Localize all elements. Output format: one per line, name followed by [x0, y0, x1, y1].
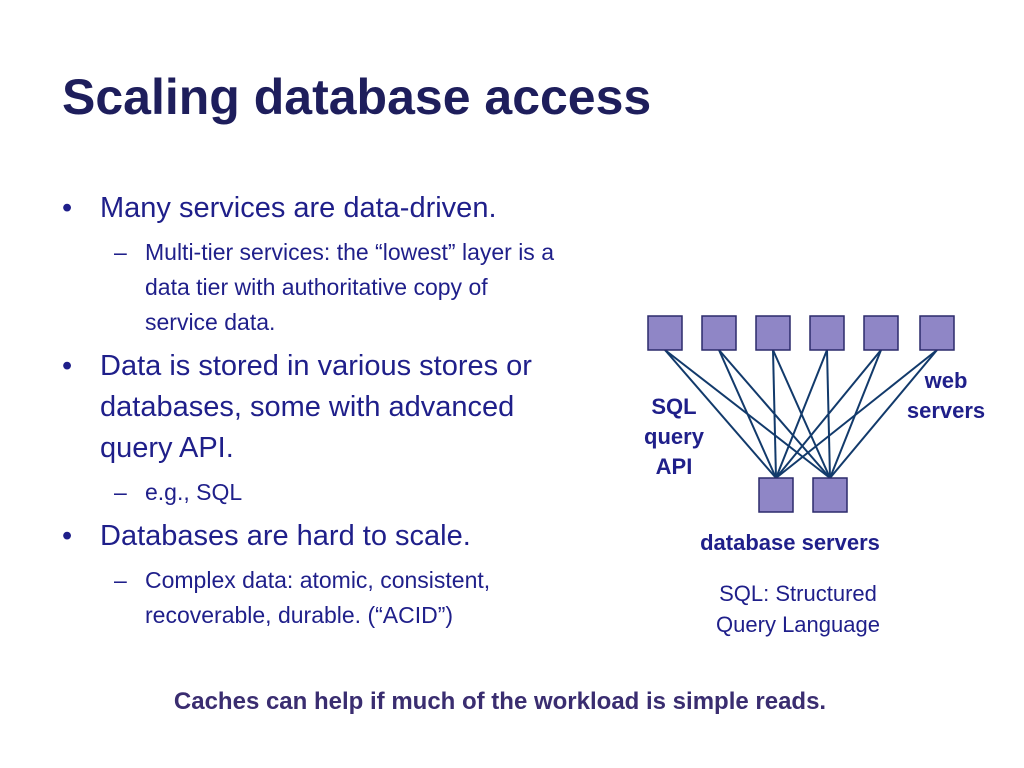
bullet-dot: • — [62, 192, 73, 224]
sql-api-label-line: API — [655, 454, 693, 479]
connection-line — [775, 349, 938, 479]
bullet-item: • Many services are data-driven. — [62, 188, 602, 229]
bullet-item: • Data is stored in various stores or da… — [62, 346, 570, 469]
connection-line — [772, 349, 777, 479]
connection-line — [775, 349, 882, 479]
sql-api-label-line: SQL — [651, 394, 697, 419]
sub-bullet-text: Multi-tier services: the “lowest” layer … — [145, 239, 554, 335]
web-server-box — [863, 315, 899, 351]
connection-lines — [664, 349, 938, 479]
sub-bullet-dash: – — [114, 479, 127, 505]
sql-definition-note: SQL: Structured Query Language — [680, 578, 916, 640]
connection-line — [718, 349, 777, 479]
web-server-box — [919, 315, 955, 351]
footer-note: Caches can help if much of the workload … — [173, 688, 827, 715]
sub-bullet-dash: – — [114, 567, 127, 593]
sub-bullet-text: Complex data: atomic, consistent, recove… — [145, 567, 491, 628]
sub-bullet-item: – Multi-tier services: the “lowest” laye… — [62, 235, 565, 340]
connection-line — [829, 349, 938, 479]
bullet-list: • Many services are data-driven. – Multi… — [62, 188, 602, 639]
web-server-box — [701, 315, 737, 351]
sub-bullet-text: e.g., SQL — [145, 479, 243, 505]
web-server-box — [809, 315, 845, 351]
web-server-box — [755, 315, 791, 351]
sub-bullet-item: – Complex data: atomic, consistent, reco… — [62, 563, 585, 633]
sql-api-label: SQL query API — [630, 392, 718, 482]
sub-bullet-item: – e.g., SQL — [62, 475, 602, 510]
connection-line — [664, 349, 777, 479]
slide-title: Scaling database access — [62, 69, 652, 125]
sql-definition-line: Query Language — [716, 612, 880, 637]
web-servers-label-line: web — [924, 368, 968, 393]
bullet-text: Data is stored in various stores or data… — [100, 350, 532, 464]
database-server-group — [758, 477, 848, 513]
sub-bullet-dash: – — [114, 239, 127, 265]
connection-line — [775, 349, 828, 479]
bullet-dot: • — [62, 520, 73, 552]
web-servers-label: web servers — [890, 366, 1002, 426]
web-server-box — [647, 315, 683, 351]
web-servers-label-line: servers — [906, 398, 986, 423]
sql-api-label-line: query — [644, 424, 704, 449]
bullet-dot: • — [62, 350, 73, 382]
sql-definition-line: SQL: Structured — [719, 581, 877, 606]
database-servers-label: database servers — [700, 530, 880, 555]
bullet-text: Many services are data-driven. — [100, 192, 497, 224]
bullet-text: Databases are hard to scale. — [100, 520, 471, 552]
web-server-group — [647, 315, 955, 351]
bullet-item: • Databases are hard to scale. — [62, 516, 602, 557]
database-server-box — [758, 477, 794, 513]
database-server-box — [812, 477, 848, 513]
